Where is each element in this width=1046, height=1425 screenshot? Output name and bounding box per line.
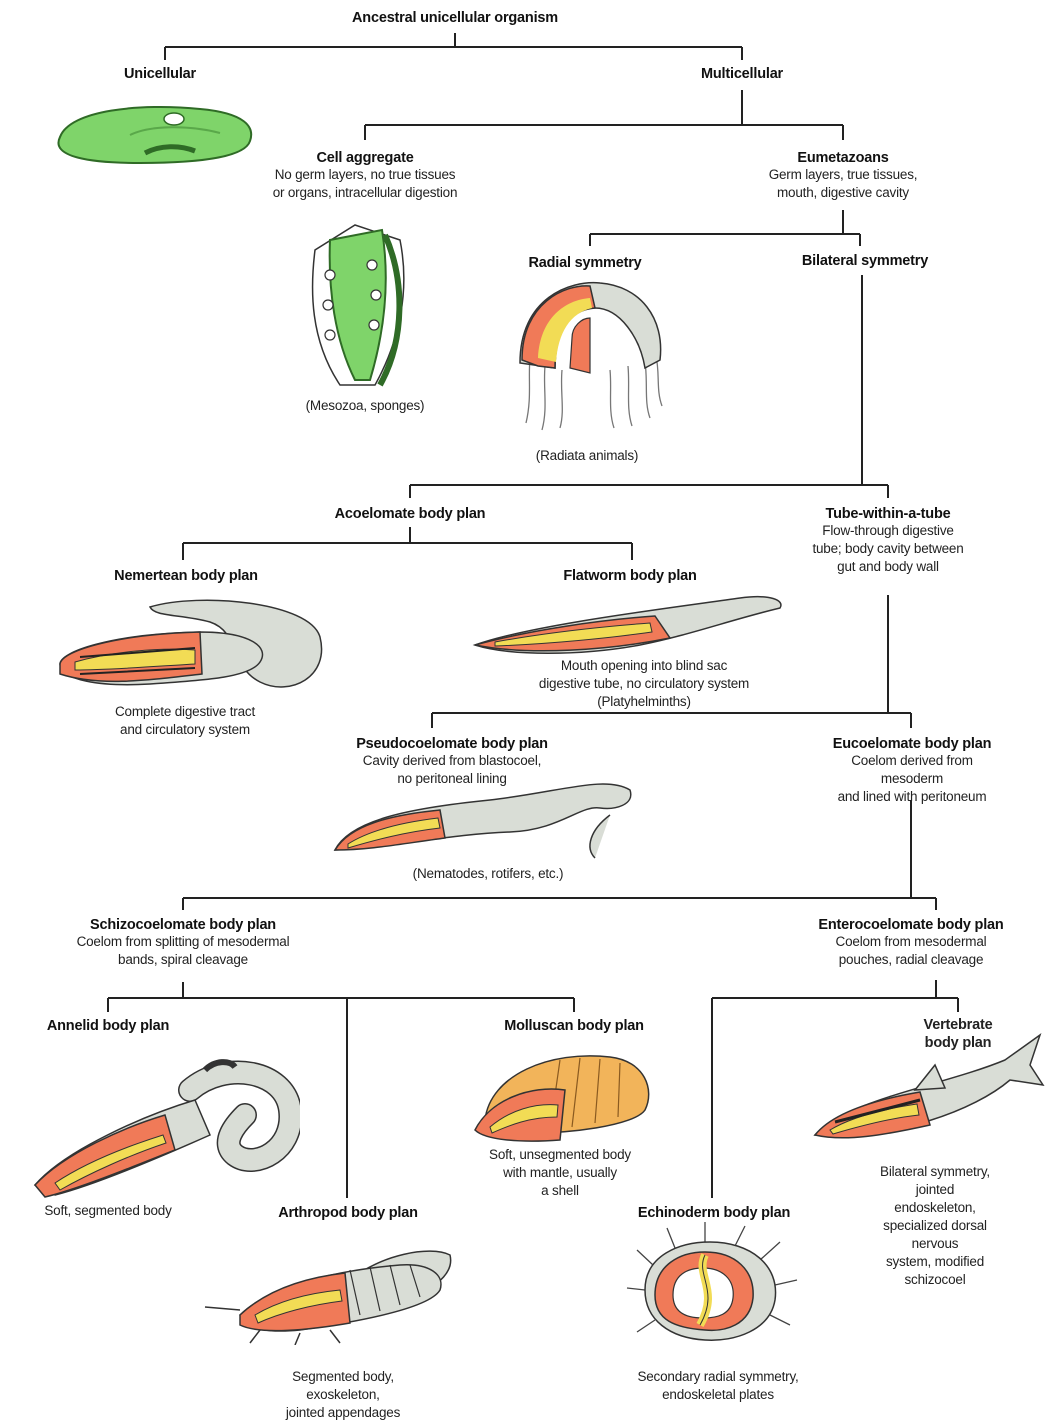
eucoel-desc: Coelom derived from mesoderm and lined w…	[833, 752, 992, 806]
root-title: Ancestral unicellular organism	[352, 10, 558, 26]
radial-caption: (Radiata animals)	[536, 447, 638, 465]
pseudo-title: Pseudocoelomate body plan	[356, 736, 548, 752]
unicellular-node: Unicellular	[124, 66, 196, 82]
cell-aggregate-node: Cell aggregate No germ layers, no true t…	[273, 150, 458, 202]
flatworm-title: Flatworm body plan	[563, 568, 696, 584]
arthropod-caption: Segmented body, exoskeleton, jointed app…	[286, 1368, 400, 1422]
eumetazoans-title: Eumetazoans	[769, 150, 918, 166]
multicellular-title: Multicellular	[701, 66, 783, 82]
nemertean-caption: Complete digestive tract and circulatory…	[115, 703, 255, 739]
bilateral-title: Bilateral symmetry	[802, 253, 928, 269]
acoelomate-title: Acoelomate body plan	[335, 506, 486, 522]
nemertean-title: Nemertean body plan	[114, 568, 258, 584]
echinoderm-node: Echinoderm body plan	[638, 1205, 790, 1221]
molluscan-node: Molluscan body plan	[504, 1018, 644, 1034]
cell-aggregate-desc: No germ layers, no true tissues or organ…	[273, 166, 458, 202]
molluscan-caption: Soft, unsegmented body with mantle, usua…	[489, 1146, 631, 1200]
tube-title: Tube-within-a-tube	[812, 506, 963, 522]
radial-title: Radial symmetry	[528, 255, 641, 271]
flatworm-illustration	[470, 590, 790, 660]
annelid-caption: Soft, segmented body	[44, 1202, 171, 1220]
echinoderm-caption: Secondary radial symmetry, endoskeletal …	[637, 1368, 798, 1404]
annelid-title: Annelid body plan	[47, 1018, 169, 1034]
connector-root	[165, 33, 742, 60]
echinoderm-illustration	[625, 1220, 805, 1350]
schizo-title: Schizocoelomate body plan	[77, 917, 290, 933]
cell-aggregate-caption: (Mesozoa, sponges)	[306, 397, 425, 415]
unicellular-title: Unicellular	[124, 66, 196, 82]
bilateral-node: Bilateral symmetry	[802, 253, 928, 269]
tube-desc: Flow-through digestive tube; body cavity…	[812, 522, 963, 576]
arthropod-illustration	[200, 1235, 460, 1345]
connector-eumetazoans	[590, 210, 860, 246]
molluscan-title: Molluscan body plan	[504, 1018, 644, 1034]
mollusc-illustration	[470, 1045, 660, 1145]
flatworm-node: Flatworm body plan	[563, 568, 696, 584]
vertebrate-caption: Bilateral symmetry, jointed endoskeleton…	[880, 1163, 991, 1289]
jellyfish-illustration	[510, 278, 670, 438]
sponge-illustration	[300, 220, 420, 395]
eumetazoans-desc: Germ layers, true tissues, mouth, digest…	[769, 166, 918, 202]
acoelomate-node: Acoelomate body plan	[335, 506, 486, 522]
schizo-node: Schizocoelomate body plan Coelom from sp…	[77, 917, 290, 969]
shark-illustration	[805, 1030, 1045, 1160]
eucoel-node: Eucoelomate body plan Coelom derived fro…	[833, 736, 992, 806]
tube-node: Tube-within-a-tube Flow-through digestiv…	[812, 506, 963, 576]
radial-node: Radial symmetry	[528, 255, 641, 271]
arthropod-node: Arthropod body plan	[278, 1205, 418, 1221]
entero-desc: Coelom from mesodermal pouches, radial c…	[818, 933, 1003, 969]
flatworm-caption: Mouth opening into blind sac digestive t…	[539, 657, 749, 711]
eumetazoans-node: Eumetazoans Germ layers, true tissues, m…	[769, 150, 918, 202]
annelid-node: Annelid body plan	[47, 1018, 169, 1034]
connector-multicellular	[365, 90, 843, 140]
schizo-desc: Coelom from splitting of mesodermal band…	[77, 933, 290, 969]
multicellular-node: Multicellular	[701, 66, 783, 82]
root-node: Ancestral unicellular organism	[352, 10, 558, 26]
nemertean-illustration	[50, 592, 335, 707]
pseudo-caption: (Nematodes, rotifers, etc.)	[413, 865, 564, 883]
arthropod-title: Arthropod body plan	[278, 1205, 418, 1221]
entero-title: Enterocoelomate body plan	[818, 917, 1003, 933]
nemertean-node: Nemertean body plan	[114, 568, 258, 584]
nematode-illustration	[330, 770, 635, 865]
paramecium-illustration	[50, 95, 260, 175]
echinoderm-title: Echinoderm body plan	[638, 1205, 790, 1221]
annelid-illustration	[25, 1055, 300, 1200]
cell-aggregate-title: Cell aggregate	[273, 150, 458, 166]
connector-acoelomate	[183, 527, 632, 560]
entero-node: Enterocoelomate body plan Coelom from me…	[818, 917, 1003, 969]
eucoel-title: Eucoelomate body plan	[833, 736, 992, 752]
